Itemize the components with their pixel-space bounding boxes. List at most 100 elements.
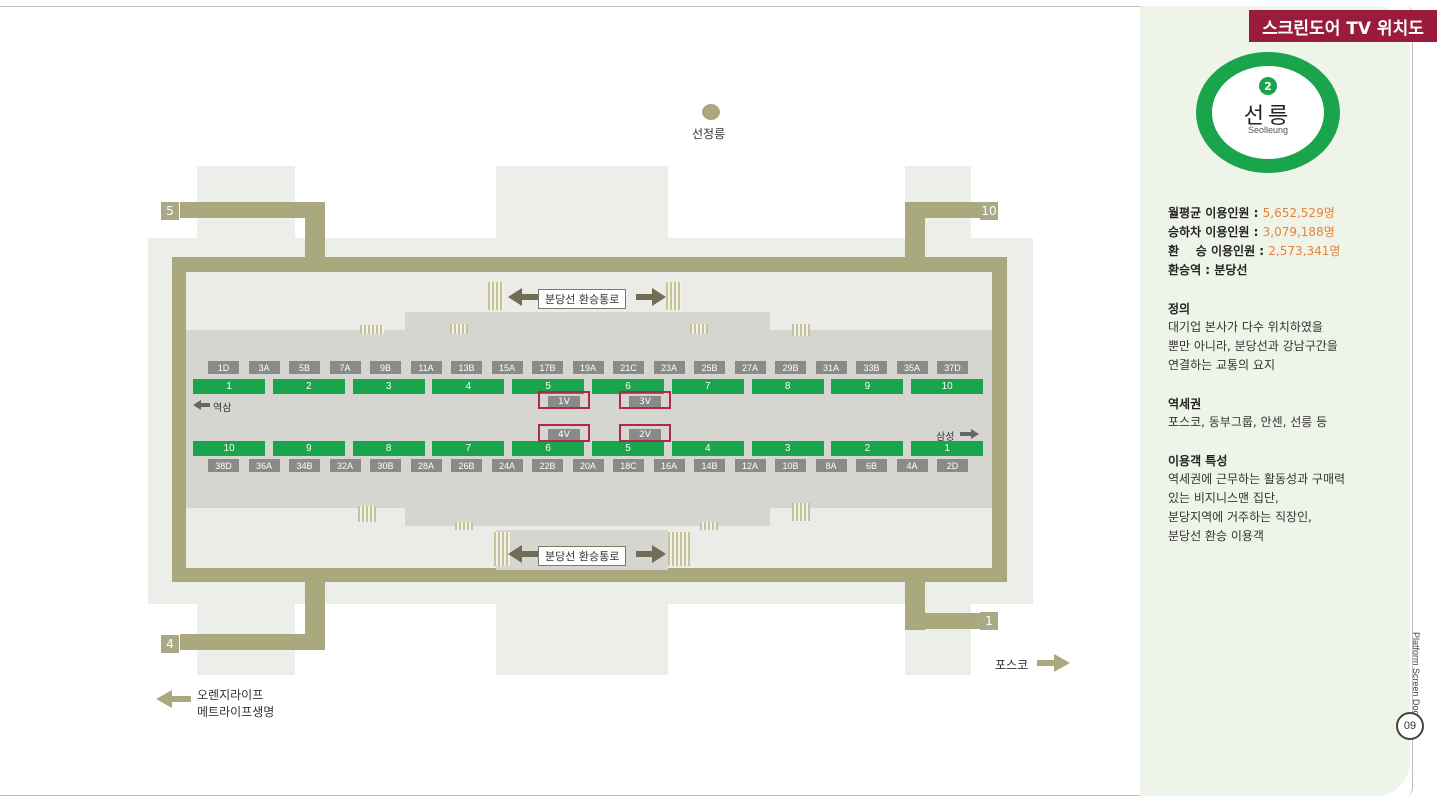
ground-block bbox=[496, 166, 668, 246]
door-label: 36A bbox=[248, 459, 280, 472]
landmark-icon bbox=[702, 104, 720, 120]
car-number: 8 bbox=[751, 379, 824, 394]
arrow-shaft bbox=[636, 551, 654, 557]
sidebar-edge bbox=[1405, 6, 1413, 796]
door-label: 15A bbox=[491, 361, 523, 374]
section-title: 정의 bbox=[1168, 302, 1191, 316]
section-title: 역세권 bbox=[1168, 397, 1202, 411]
stat-label: 환승역 : 분당선 bbox=[1168, 263, 1248, 277]
stat-label: 승하차 이용인원 : bbox=[1168, 225, 1259, 239]
arrow-right-icon bbox=[652, 545, 666, 563]
stat-transfer: 환 승 이용인원 : 2,573,341명 bbox=[1168, 242, 1340, 259]
stairs-icon bbox=[668, 532, 690, 566]
car-number: 6 bbox=[512, 441, 585, 456]
door-label: 7A bbox=[329, 361, 361, 374]
car-number: 7 bbox=[671, 379, 744, 394]
door-label: 17B bbox=[532, 361, 563, 374]
door-label: 21C bbox=[613, 361, 644, 374]
stairs-icon bbox=[450, 324, 468, 334]
exit-corridor bbox=[180, 634, 325, 650]
page-number: 09 bbox=[1396, 712, 1424, 740]
exit-number: 4 bbox=[161, 635, 179, 653]
nearby-building-label: 오렌지라이프 bbox=[197, 688, 264, 702]
door-label: 33B bbox=[856, 361, 887, 374]
door-label: 25B bbox=[694, 361, 725, 374]
door-label: 6B bbox=[856, 459, 887, 472]
door-label: 37D bbox=[937, 361, 968, 374]
arrow-left-icon bbox=[156, 690, 172, 708]
arrow-shaft bbox=[520, 551, 538, 557]
stat-boarding: 승하차 이용인원 : 3,079,188명 bbox=[1168, 223, 1335, 240]
tv-marker: 2V bbox=[619, 424, 671, 442]
stairs-icon bbox=[792, 324, 810, 336]
exit-number: 1 bbox=[980, 612, 998, 630]
stairs-icon bbox=[360, 325, 384, 334]
section-title: 이용객 특성 bbox=[1168, 454, 1228, 468]
door-label: 5B bbox=[289, 361, 320, 374]
car-number: 7 bbox=[432, 441, 505, 456]
car-number: 1 bbox=[911, 441, 984, 456]
arrow-right-icon bbox=[971, 429, 979, 439]
door-label: 4A bbox=[896, 459, 928, 472]
arrow-shaft bbox=[636, 294, 654, 300]
stat-value: 3,079,188명 bbox=[1262, 225, 1335, 239]
stairs-icon bbox=[700, 522, 718, 530]
arrow-right-icon bbox=[1054, 654, 1070, 672]
section-line: 포스코, 동부그룹, 안센, 선릉 등 bbox=[1168, 415, 1328, 429]
car-number: 8 bbox=[352, 441, 425, 456]
exit-corridor bbox=[305, 202, 325, 262]
ground-block bbox=[197, 590, 295, 675]
stairs-icon bbox=[690, 324, 708, 334]
section-line: 대기업 본사가 다수 위치하였을 bbox=[1168, 320, 1323, 334]
transfer-corridor-label: 분당선 환승통로 bbox=[538, 289, 627, 309]
door-label: 27A bbox=[734, 361, 766, 374]
stat-monthly: 월평균 이용인원 : 5,652,529명 bbox=[1168, 204, 1335, 221]
section-line: 연결하는 교통의 요지 bbox=[1168, 358, 1275, 372]
stairs-icon bbox=[358, 506, 376, 522]
door-label: 13B bbox=[451, 361, 482, 374]
stat-value: 5,652,529명 bbox=[1262, 206, 1335, 220]
station-name: 선릉 bbox=[1243, 104, 1293, 129]
door-label: 20A bbox=[572, 459, 604, 472]
stairs-icon bbox=[488, 282, 504, 310]
stat-transfer-station: 환승역 : 분당선 bbox=[1168, 261, 1247, 278]
door-label: 2D bbox=[937, 459, 968, 472]
door-label: 34B bbox=[289, 459, 320, 472]
arrow-left-icon bbox=[193, 400, 201, 410]
section-line: 분당지역에 거주하는 직장인, bbox=[1168, 510, 1312, 524]
arrow-shaft bbox=[520, 294, 538, 300]
tv-marker: 4V bbox=[538, 424, 590, 442]
exit-number: 10 bbox=[980, 202, 998, 220]
car-number: 9 bbox=[831, 379, 904, 394]
door-label: 23A bbox=[653, 361, 685, 374]
car-number: 5 bbox=[592, 441, 664, 456]
top-rule bbox=[0, 6, 1140, 7]
door-label: 28A bbox=[410, 459, 442, 472]
arrow-shaft bbox=[200, 403, 210, 407]
section-line: 뿐만 아니라, 분당선과 강남구간을 bbox=[1168, 339, 1338, 353]
door-label: 8A bbox=[815, 459, 847, 472]
car-number: 3 bbox=[751, 441, 824, 456]
exit-corridor bbox=[180, 202, 325, 218]
door-label: 3A bbox=[248, 361, 280, 374]
stairs-icon bbox=[792, 503, 810, 521]
transfer-corridor-label: 분당선 환승통로 bbox=[538, 546, 627, 566]
nearby-building-label: 메트라이프생명 bbox=[197, 705, 275, 719]
car-number: 2 bbox=[831, 441, 904, 456]
exit-number: 5 bbox=[161, 202, 179, 220]
door-label: 24A bbox=[491, 459, 523, 472]
door-label: 10B bbox=[775, 459, 806, 472]
arrow-left-icon bbox=[508, 545, 522, 563]
stairs-icon bbox=[455, 522, 473, 530]
car-number: 3 bbox=[352, 379, 425, 394]
station-name-en: Seolleung bbox=[1247, 125, 1289, 135]
page-title: 스크린도어 TV 위치도 bbox=[1249, 10, 1437, 42]
direction-right-label: 삼성 bbox=[936, 432, 955, 443]
door-label: 9B bbox=[370, 361, 401, 374]
tv-marker: 3V bbox=[619, 391, 671, 409]
door-label: 1D bbox=[208, 361, 239, 374]
door-label: 14B bbox=[694, 459, 725, 472]
door-label: 30B bbox=[370, 459, 401, 472]
car-number: 4 bbox=[432, 379, 505, 394]
